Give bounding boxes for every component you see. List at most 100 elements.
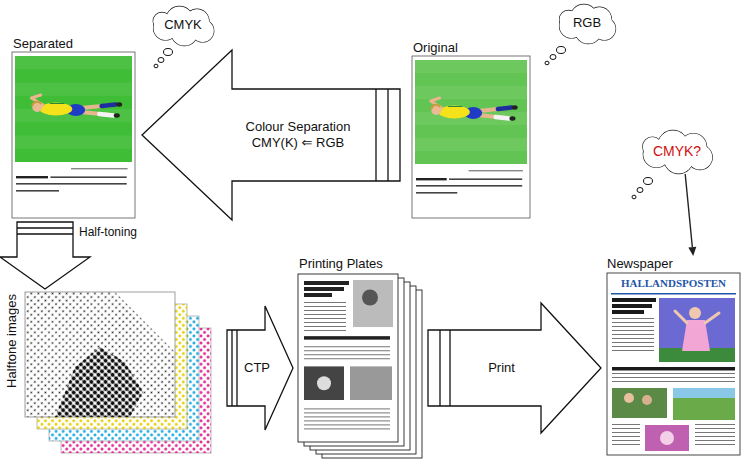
news-photo [612,388,667,418]
cloud-outline [158,14,208,38]
original-image: Original [410,40,534,220]
thought-bubble [644,178,653,185]
boot [509,116,515,120]
hair [32,102,41,106]
news-photo [673,388,735,398]
halftone-stack-drawing [3,290,225,461]
arrow-label: Print [488,360,515,376]
arrow-bar [231,330,232,406]
head [32,102,42,112]
text-line [612,322,654,323]
grass-stripe [15,136,132,149]
text-line [612,436,640,437]
figure-part [496,117,509,119]
block-arrow [0,222,90,289]
photo-block [353,280,393,327]
text-line [612,326,654,327]
headline-bar [304,287,344,291]
plate-stack-drawing [296,256,424,461]
cloud-outline [565,12,610,36]
image-heading: Newspaper [607,256,673,271]
figure-part [449,106,462,107]
text-line [304,354,390,355]
text-line [304,306,346,307]
headline-bar [304,293,332,297]
photo-frame [412,56,530,218]
text-line [304,420,390,421]
text-line [304,350,390,351]
printing-plate [298,274,398,442]
masthead-rule [611,293,736,295]
news-photo [645,425,689,451]
image-heading: Halftone images [4,294,19,388]
grass-stripe [15,56,132,69]
text-line [304,302,346,303]
news-photo [682,320,710,351]
cloud-outline [565,12,610,36]
image-heading: Original [413,40,458,55]
shirt [40,103,73,116]
block-arrow-body [428,303,601,433]
block-arrow-body [227,306,293,430]
text-line [304,310,346,311]
arrow-bar [449,330,450,406]
news-photo [660,431,674,445]
grass-stripe [415,138,527,151]
block-arrow [428,303,601,433]
arrow-bar [387,89,388,181]
text-line [304,416,390,417]
thought-bubble [632,195,636,199]
arrow-label: Half-toning [79,224,137,240]
thought-cloud: CMYK [148,6,218,46]
halftone-sheet [25,292,175,417]
text-line [695,444,735,445]
cloud-label: CMYK [164,17,202,33]
text-line [612,334,654,335]
news-photo [642,395,652,405]
arrow-bar [17,227,73,228]
thought-bubble [637,188,643,193]
halftone-figure [55,347,143,417]
photo-block [304,366,344,400]
photo-block [362,290,378,306]
text-line [612,373,735,374]
image-heading: Separated [13,36,73,51]
boot [512,105,518,109]
text-line [612,381,735,382]
text-line [304,322,346,323]
arrow-label: CTP [244,360,270,376]
news-photo [689,307,701,319]
photo-block [350,366,392,400]
boot [116,102,122,106]
cloud-label: CMYK? [653,143,701,159]
text-line [695,432,735,433]
figure-part [705,313,719,323]
arrow-bar [439,330,440,406]
text-line [695,424,735,425]
figure-part [498,108,511,110]
thought-bubble [154,64,158,68]
cloud-outline [647,139,706,165]
text-line [612,428,640,429]
hair [431,105,440,109]
block-arrow-body [0,222,90,289]
headline-bar [612,367,735,371]
block-arrow [142,50,400,220]
cloud-label: RGB [573,15,601,31]
headline-bar [304,281,349,285]
image-heading: Printing Plates [299,256,383,271]
text-line [304,318,346,319]
caption-line [16,183,127,185]
figure-part [50,103,64,104]
text-line [304,412,390,413]
arrowhead [688,247,696,256]
news-photo [624,393,634,403]
thought-cloud: RGB [556,4,618,44]
caption-line [416,178,447,180]
caption-line [469,170,523,171]
halftone-stack: Halftone images [3,290,225,461]
caption-line [50,176,126,178]
thought-bubble [557,47,566,54]
newspaper-sheet [607,273,740,455]
photo-frame [12,52,135,218]
